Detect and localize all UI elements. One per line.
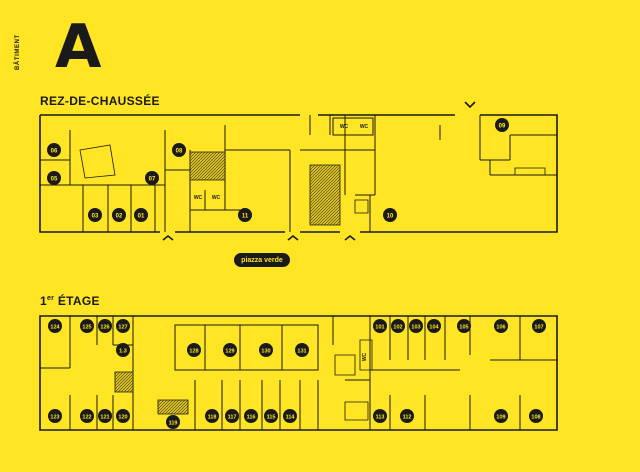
room-marker-123: 123 [48,409,62,423]
room-label: 120 [118,415,127,421]
room-marker-130: 130 [259,343,273,357]
room-label: 1.3 [119,349,127,355]
room-marker-112: 112 [400,409,414,423]
room-marker-109: 109 [494,409,508,423]
first-floor-sup: er [46,295,55,302]
room-label: 124 [50,325,60,331]
room-marker-03: 03 [88,208,102,222]
room-label: 02 [116,214,123,220]
wc-label: WC [194,195,203,201]
first-floor-title: 1er ÉTAGE [40,294,100,308]
room-label: 109 [496,415,505,421]
room-marker-124: 124 [48,319,62,333]
room-label: 122 [82,415,91,421]
room-marker-11: 11 [238,208,252,222]
room-marker-104: 104 [427,319,441,333]
first-room-markers: 124 125 126 127 1.3 128 129 130 131 101 … [48,319,546,429]
room-label: 03 [92,214,99,220]
room-marker-102: 102 [391,319,405,333]
room-label: 05 [51,177,58,183]
ground-floor-title: REZ-DE-CHAUSSÉE [40,94,160,108]
room-label: 105 [459,325,468,331]
room-label: 114 [286,415,296,421]
room-marker-05: 05 [47,171,61,185]
ground-floor-plan [39,101,558,241]
room-marker-125: 125 [80,319,94,333]
room-marker-06: 06 [47,143,61,157]
room-marker-106: 106 [494,319,508,333]
room-marker-02: 02 [112,208,126,222]
room-label: 116 [247,415,256,421]
room-marker-10: 10 [383,208,397,222]
room-marker-07: 07 [145,171,159,185]
room-label: 128 [189,349,198,355]
room-marker-08: 08 [172,143,186,157]
room-label: 08 [176,149,183,155]
room-marker-126: 126 [98,319,112,333]
room-label: 108 [531,415,540,421]
room-label: 112 [403,415,412,421]
room-label: 09 [499,124,506,130]
room-label: 106 [496,325,505,331]
room-label: 131 [297,349,306,355]
room-label: 06 [51,149,58,155]
room-label: 01 [138,214,145,220]
room-marker-1-3: 1.3 [116,343,130,357]
room-label: 102 [393,325,402,331]
room-marker-115: 115 [264,409,278,423]
room-marker-121: 121 [98,409,112,423]
room-marker-120: 120 [116,409,130,423]
plaza-label: piazza verde [234,253,290,267]
room-label: 130 [261,349,270,355]
wc-label: WC [360,124,369,130]
room-marker-129: 129 [223,343,237,357]
room-marker-108: 108 [529,409,543,423]
first-floor-plan [39,315,558,431]
first-floor-word: ÉTAGE [54,294,100,308]
room-label: 121 [100,415,109,421]
room-label: 127 [118,325,127,331]
room-marker-122: 122 [80,409,94,423]
room-label: 123 [50,415,59,421]
room-marker-117: 117 [225,409,239,423]
room-marker-118: 118 [205,409,219,423]
room-label: 107 [534,325,543,331]
ground-room-markers: 06 05 08 07 03 02 01 11 10 09 WC WC WC W… [47,118,509,222]
room-label: 119 [169,421,178,427]
wc-label: WC [362,352,368,361]
room-marker-107: 107 [532,319,546,333]
room-marker-105: 105 [457,319,471,333]
room-label: 115 [267,415,276,421]
room-label: 117 [228,415,237,421]
room-label: 103 [411,325,420,331]
wc-label: WC [340,124,349,130]
room-label: 101 [375,325,384,331]
room-marker-09: 09 [495,118,509,132]
room-marker-114: 114 [283,409,297,423]
room-label: 118 [208,415,217,421]
room-marker-101: 101 [373,319,387,333]
room-marker-128: 128 [187,343,201,357]
room-label: 104 [429,325,439,331]
room-label: 11 [242,214,249,220]
room-marker-116: 116 [244,409,258,423]
room-label: 113 [376,415,385,421]
room-label: 129 [225,349,234,355]
room-marker-127: 127 [116,319,130,333]
room-marker-103: 103 [409,319,423,333]
room-marker-119: 119 [166,415,180,429]
room-marker-131: 131 [295,343,309,357]
wc-label: WC [212,195,221,201]
building-letter: A [55,12,102,82]
room-marker-113: 113 [373,409,387,423]
room-label: 07 [149,177,156,183]
room-label: 10 [387,214,394,220]
room-label: 126 [100,325,109,331]
room-label: 125 [82,325,91,331]
room-marker-01: 01 [134,208,148,222]
first-floor-number: 1 [40,294,47,308]
